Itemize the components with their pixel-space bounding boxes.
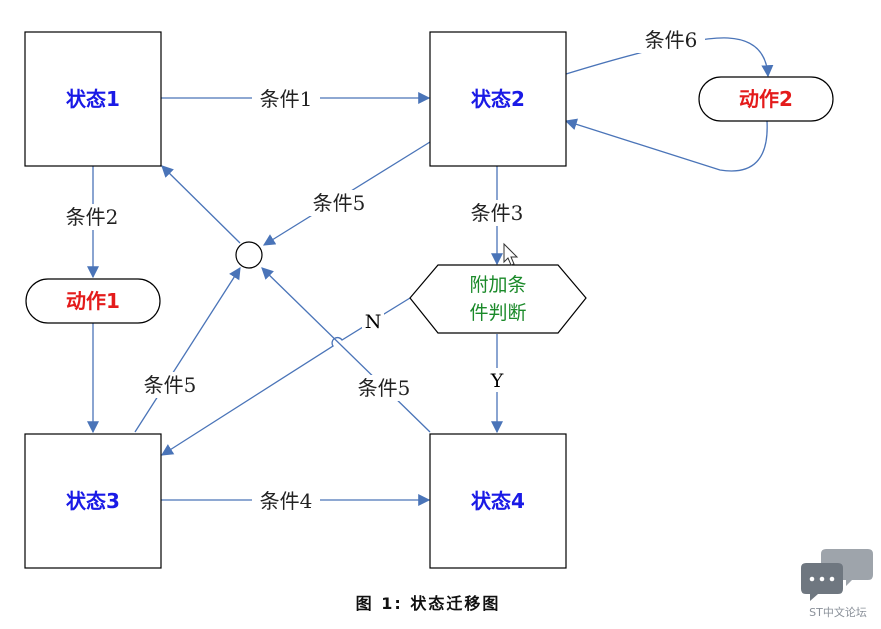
chat-bubble-icon	[801, 549, 873, 601]
state-3-label: 状态3	[66, 489, 120, 513]
judge-hexagon	[409, 264, 587, 334]
watermark-text: ST中文论坛	[809, 605, 867, 619]
no-label-bg	[362, 309, 384, 333]
state-1-box	[24, 31, 162, 167]
condition-4-bg	[252, 488, 320, 514]
action-2-pill	[698, 76, 834, 122]
condition-5-right-bg	[350, 375, 418, 401]
junction-circle	[235, 241, 263, 269]
condition-5-upper-label: 条件5	[313, 191, 366, 215]
condition-6-label: 条件6	[645, 28, 698, 52]
arrow-action2-to-s2	[564, 118, 768, 172]
condition-5-left-label: 条件5	[144, 373, 197, 397]
state-3-box	[24, 433, 162, 569]
condition-5-left-bg	[136, 372, 204, 398]
condition-4-label: 条件4	[260, 489, 313, 513]
condition-3-label: 条件3	[471, 201, 524, 225]
arrow-s2-to-action2	[565, 37, 774, 78]
condition-1-bg	[252, 86, 320, 112]
condition-6-bg	[637, 27, 705, 53]
arrow-junction-to-s1	[161, 165, 241, 244]
action-1-pill	[25, 278, 161, 324]
state-2-label: 状态2	[471, 87, 525, 111]
judge-label-line-2: 件判断	[469, 302, 526, 324]
state-4-label: 状态4	[471, 489, 525, 513]
figure-caption: 图 1: 状态迁移图	[356, 594, 501, 613]
condition-5-right-label: 条件5	[358, 376, 411, 400]
action-1-label: 动作1	[66, 289, 120, 313]
mouse-cursor-icon	[503, 242, 519, 266]
no-label: N	[365, 311, 382, 333]
condition-5-upper-bg	[305, 190, 373, 216]
state-1-label: 状态1	[66, 87, 120, 111]
yes-label-bg	[485, 368, 509, 392]
yes-label: Y	[490, 370, 504, 392]
judge-label-line-1: 附加条	[469, 274, 526, 296]
state-2-box	[429, 31, 567, 167]
condition-3-bg	[463, 200, 531, 226]
condition-2-label: 条件2	[66, 205, 119, 229]
condition-1-label: 条件1	[260, 87, 313, 111]
arrow-judge-no-to-s3	[160, 297, 411, 456]
action-2-label: 动作2	[739, 87, 793, 111]
arrow-s3-to-junction	[134, 266, 241, 433]
arrow-s4-to-junction	[261, 267, 431, 433]
condition-2-bg	[58, 204, 126, 230]
state-4-box	[429, 433, 567, 569]
